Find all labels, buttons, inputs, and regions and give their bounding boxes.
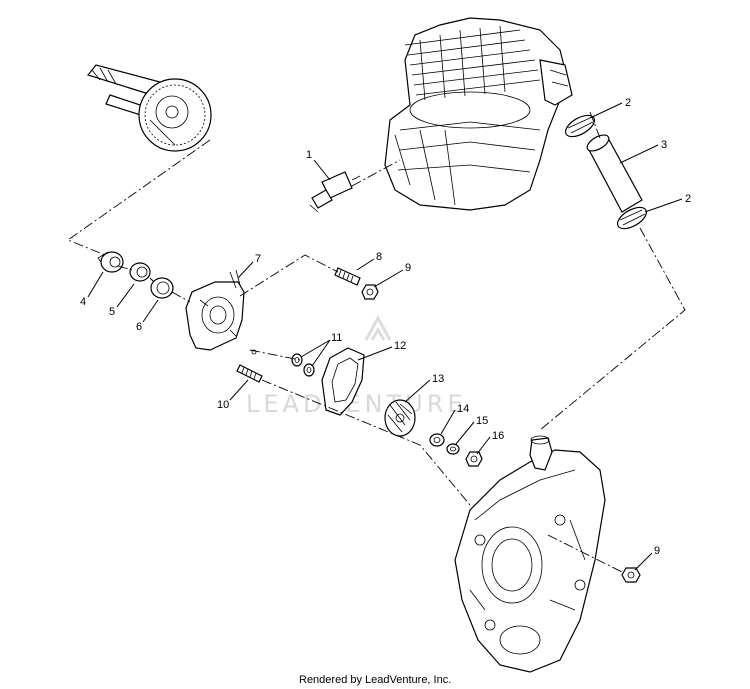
part-10-stud	[236, 364, 263, 383]
leader-lines	[87, 102, 683, 571]
part-8-stud	[334, 267, 361, 286]
callout-10: 10	[217, 399, 229, 411]
part-6-seal	[150, 277, 174, 299]
callout-12: 12	[394, 340, 406, 352]
part-9-nut-upper	[361, 284, 379, 300]
part-9-nut-lower	[621, 567, 641, 583]
callout-13: 13	[432, 373, 444, 385]
part-13-impeller	[384, 399, 416, 437]
callout-5: 5	[109, 306, 115, 318]
part-14-washer	[429, 433, 445, 447]
part-1-temp-sensor	[309, 171, 361, 213]
part-15-lock-washer	[446, 443, 460, 455]
engine-cylinder	[384, 17, 573, 211]
part-16-nut	[465, 451, 483, 467]
callout-7: 7	[255, 253, 261, 265]
drive-gear-shaft	[86, 64, 212, 152]
callout-14: 14	[457, 403, 469, 415]
callout-9-lower: 9	[654, 545, 660, 557]
callout-4: 4	[80, 296, 86, 308]
assembly-lines	[67, 111, 686, 573]
render-credit: Rendered by LeadVenture, Inc.	[299, 674, 451, 686]
part-12-gasket	[321, 347, 365, 416]
part-2-hose-clamp-upper	[564, 114, 596, 138]
crankcase-cover	[454, 435, 606, 673]
callout-16: 16	[492, 430, 504, 442]
callouts: 1 2 3 2 7 8 9 4 5 6 11 12 10 13 14 15 16…	[80, 97, 691, 557]
part-4-bearing	[97, 251, 124, 273]
part-7-pump-housing	[185, 269, 257, 355]
callout-15: 15	[476, 415, 488, 427]
callout-2-lower: 2	[685, 193, 691, 205]
watermark-text: LEADVENTURE	[246, 390, 467, 418]
callout-3: 3	[661, 139, 667, 151]
part-11-washers	[291, 353, 315, 377]
part-3-coolant-hose	[586, 134, 643, 213]
callout-1: 1	[306, 149, 312, 161]
callout-9-upper: 9	[405, 262, 411, 274]
part-2-hose-clamp-lower	[616, 206, 648, 230]
callout-11: 11	[331, 332, 342, 344]
part-5-spacer	[129, 262, 151, 282]
callout-6: 6	[136, 321, 142, 333]
callout-2-upper: 2	[625, 97, 631, 109]
callout-8: 8	[376, 251, 382, 263]
